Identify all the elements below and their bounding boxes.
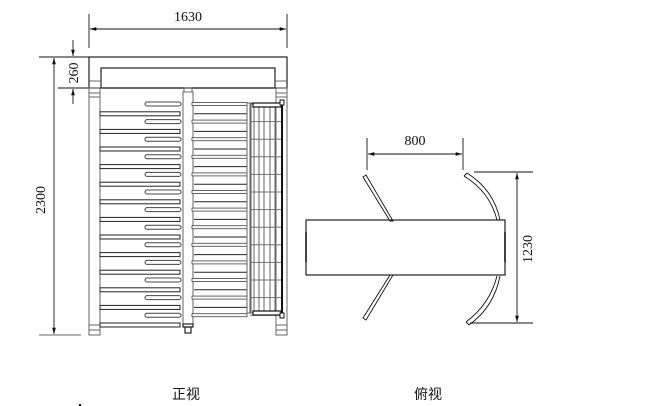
rotor-arm [144,259,182,265]
fixed-bar [99,322,181,328]
left-post [88,87,101,336]
center-shaft [182,87,194,334]
front-view: 1630 260 2300 [34,10,288,336]
left-wing-bars [362,174,394,321]
dimension-total-height: 2300 [34,56,89,336]
fixed-bar [99,128,181,134]
rotor-arm [144,224,182,230]
top-view: 800 1230 [305,134,536,326]
fixed-bar [99,216,181,222]
fixed-bar [99,164,181,170]
rotor-arm [144,136,182,142]
fixed-bar [99,199,181,205]
dimension-total-height-label: 2300 [34,186,49,214]
rotor-arm [144,312,182,318]
rotor-arm [144,242,182,248]
rotor-arm-right [191,260,248,265]
rotor-arm [144,277,182,283]
gate-frame [246,99,285,319]
dimension-depth-label: 1230 [521,235,536,263]
turnstile-body-top [305,219,506,276]
fixed-bar [99,146,181,152]
rotor-arm-right [191,172,248,177]
fixed-bar [99,304,181,310]
fixed-bar [99,234,181,240]
right-post [275,87,288,336]
rotor-arm-right [191,137,248,142]
header-cap [100,67,276,89]
rotor-arm-right [191,278,248,282]
rotor-arm-right [191,313,248,318]
rotor-arm-right [191,207,248,212]
rotor-arm [144,295,182,301]
rotor-arm-right [191,295,248,300]
dimension-width-label: 1630 [174,10,202,25]
rotor-arm-right [191,190,248,194]
rotor-arm [144,207,182,213]
dimension-header-height-label: 260 [67,63,82,84]
rotor-arm-right [191,225,248,230]
top-view-label: 俯视 [414,387,442,403]
front-view-label: 正视 [172,387,200,403]
right-curved-bars [463,172,501,326]
rotor-arm-right [191,154,248,159]
dimension-passage-width: 800 [366,134,464,170]
dimension-header-height: 260 [58,40,287,104]
dimension-depth: 1230 [470,171,536,324]
fixed-bar [99,287,181,293]
rotor-arm-right [191,102,248,106]
fixed-bar [99,252,181,258]
rotor-arms [99,101,282,328]
rotor-arm [144,171,182,177]
fixed-bar [99,181,181,187]
dimension-width: 1630 [88,10,288,48]
rotor-arm [144,101,182,107]
fixed-bar [99,111,181,117]
stray-mark [79,404,81,406]
rotor-arm-right [191,242,248,247]
rotor-arm-right [191,119,248,124]
fixed-bar [99,269,181,275]
rotor-arm [144,119,182,125]
header-canopy [88,56,288,89]
rotor-arm [144,154,182,160]
dimension-passage-width-label: 800 [405,134,426,149]
rotor-arm [144,189,182,195]
